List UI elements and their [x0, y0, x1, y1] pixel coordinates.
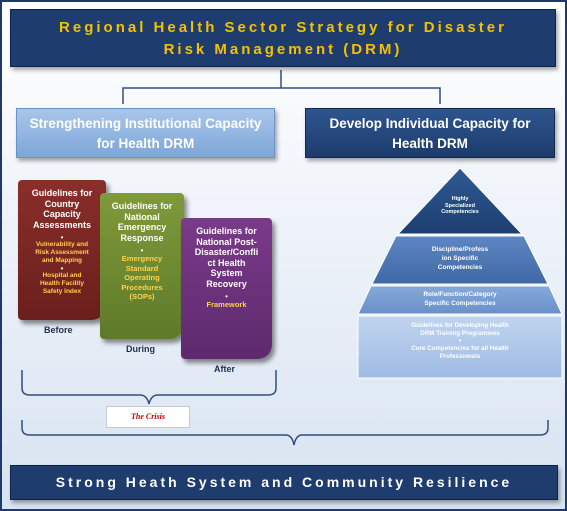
card-item: Emergency — [121, 254, 163, 263]
bullet: • — [60, 233, 64, 242]
card-item: Standard — [125, 263, 159, 273]
individual-capacity-heading: Develop Individual Capacity for Health D… — [305, 108, 555, 158]
pyramid-text: Discipline/Profess — [431, 246, 489, 253]
card-title-line: Recovery — [206, 278, 247, 289]
title-banner: Regional Health Sector Strategy for Disa… — [10, 9, 556, 67]
pyramid-text: Highly — [451, 196, 469, 202]
pyramid-text: Guidelines for Developing Health — [411, 322, 509, 329]
card-title: Guidelines for Country Capacity Assessme… — [22, 188, 102, 230]
card-title-line: Capacity — [43, 209, 81, 219]
bullet: • — [225, 292, 228, 301]
card-item: Safety Index — [42, 288, 82, 295]
card-post-disaster-recovery: Guidelines for National Post- Disaster/C… — [181, 218, 272, 359]
crisis-label: The Crisis — [106, 406, 190, 428]
title-line-2: Risk Management (DRM) — [163, 41, 403, 58]
pyramid-text: Competencies — [441, 209, 479, 215]
heading-line-2: for Health DRM — [96, 136, 195, 151]
pyramid-label-1: Highly Specialized Competencies — [400, 180, 520, 236]
card-title: Guidelines for National Post- Disaster/C… — [185, 226, 268, 289]
card-title-line: ct Health — [207, 257, 246, 268]
pyramid-text: Role/Function/Category — [423, 291, 497, 298]
card-title: Guidelines for National Emergency Respon… — [104, 201, 180, 243]
card-item: Procedures — [121, 282, 163, 292]
pyramid-level-4 — [357, 315, 563, 379]
title-line-1: Regional Health Sector Strategy for Disa… — [59, 19, 507, 36]
pyramid-text: Core Competencies for all Health — [411, 345, 509, 352]
card-item: Framework — [206, 300, 247, 309]
pyramid-text: Competencies — [437, 264, 483, 271]
phase-before: Before — [44, 325, 73, 335]
card-title-line: Guidelines for — [196, 226, 257, 236]
heading-line-2: Health DRM — [392, 136, 468, 151]
left-brace — [21, 370, 277, 405]
bullet: • — [60, 264, 64, 273]
pyramid-text: Specialized — [445, 202, 475, 209]
phase-during: During — [126, 344, 155, 354]
pyramid-level-1 — [396, 167, 524, 235]
pyramid-level-2 — [371, 235, 549, 285]
pyramid-label-2: Discipline/Profess ion Specific Competen… — [390, 236, 530, 284]
card-title-line: Country — [44, 198, 80, 209]
card-item: Operating — [124, 273, 160, 282]
heading-line-1: Strengthening Institutional Capacity — [29, 116, 262, 131]
card-title-line: National — [124, 211, 160, 222]
resilience-banner: Strong Heath System and Community Resili… — [10, 465, 558, 500]
card-item: Health Facility — [39, 280, 85, 287]
card-country-capacity-assessments: Guidelines for Country Capacity Assessme… — [18, 180, 106, 320]
pyramid-level-3 — [357, 285, 563, 315]
institutional-capacity-heading: Strengthening Institutional Capacity for… — [16, 108, 275, 158]
pyramid-text: Specific Competencies — [424, 300, 496, 307]
card-title-line: National Post- — [196, 236, 257, 247]
card-title-line: Response — [120, 232, 164, 243]
pyramid-text: Professionals — [439, 353, 481, 360]
card-title-line: Assessments — [32, 219, 92, 230]
card-title-line: System — [210, 268, 243, 278]
card-item: Hospital and — [42, 272, 82, 279]
card-title-line: Emergency — [117, 222, 167, 232]
main-brace — [21, 420, 549, 446]
card-national-emergency-response: Guidelines for National Emergency Respon… — [100, 193, 184, 339]
card-title-line: Guidelines for — [111, 201, 173, 211]
heading-line-1: Develop Individual Capacity for — [329, 116, 531, 131]
pyramid-label-4: Guidelines for Developing Health DRM Tra… — [356, 316, 564, 378]
pyramid-text: ion Specific — [441, 255, 479, 262]
card-title-line: Disaster/Confli — [194, 247, 259, 257]
card-item: (SOPs) — [129, 292, 155, 301]
pyramid-label-3: Role/Function/Category Specific Competen… — [372, 286, 548, 314]
card-item: and Mapping — [41, 257, 83, 264]
card-item: Vulnerability and — [35, 241, 89, 248]
pyramid-text: DRM Training Programmes — [420, 330, 500, 337]
bullet: • — [140, 246, 144, 255]
card-item: Risk Assessment — [35, 249, 89, 256]
bullet: • — [458, 338, 462, 345]
top-bracket — [122, 70, 441, 104]
phase-after: After — [214, 364, 236, 374]
card-title-line: Guidelines for — [31, 188, 93, 198]
